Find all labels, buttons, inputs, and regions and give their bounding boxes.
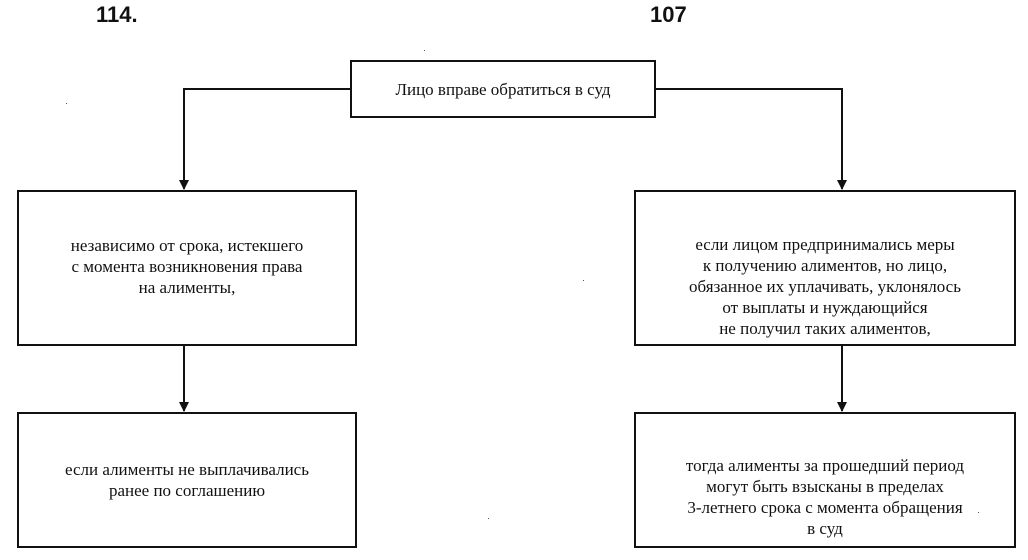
scan-speck	[978, 512, 979, 513]
page-number-left: 114.	[96, 2, 138, 27]
right-condition-text: если лицом предпринимались меры к получе…	[689, 235, 961, 338]
scan-speck	[424, 50, 425, 51]
scan-speck	[488, 518, 489, 519]
connector-root-to-left	[179, 88, 350, 190]
right-condition-box: если лицом предпринимались меры к получе…	[634, 190, 1016, 346]
left-condition-text: независимо от срока, истекшего с момента…	[70, 236, 304, 297]
left-result-text: если алименты не выплачивались ранее по …	[65, 460, 309, 500]
root-node-text: Лицо вправе обратиться в суд	[395, 79, 611, 99]
left-result-box: если алименты не выплачивались ранее по …	[17, 412, 357, 548]
right-result-box: тогда алименты за прошедший период могут…	[634, 412, 1016, 548]
root-node-box: Лицо вправе обратиться в суд	[350, 60, 656, 118]
connector-root-to-right	[656, 88, 847, 190]
right-result-text: тогда алименты за прошедший период могут…	[685, 456, 965, 538]
page-number-right: 107	[650, 2, 687, 27]
scan-speck	[66, 103, 67, 104]
scan-speck	[583, 280, 584, 281]
left-condition-box: независимо от срока, истекшего с момента…	[17, 190, 357, 346]
